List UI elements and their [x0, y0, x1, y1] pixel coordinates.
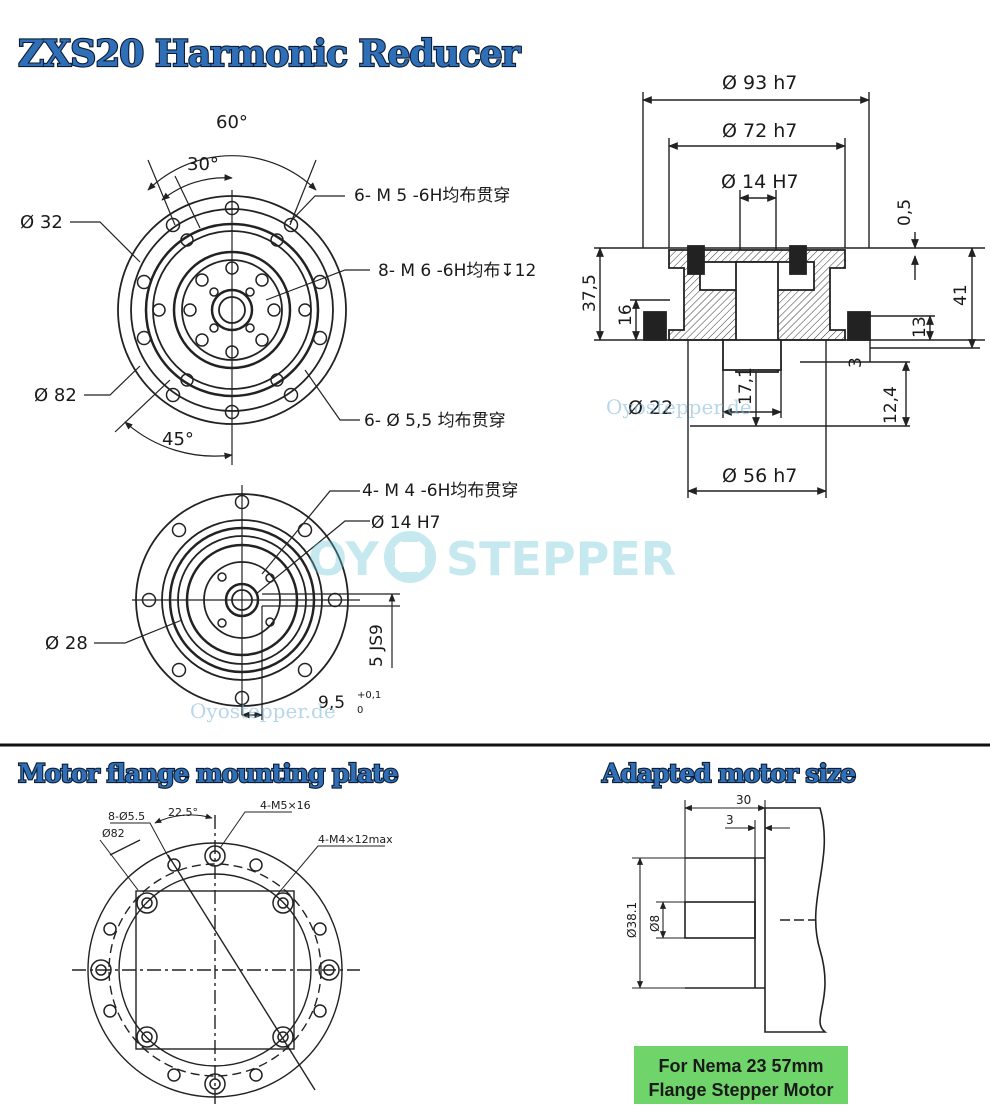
section-h41: 41: [951, 284, 971, 306]
motor-badge-line2: Flange Stepper Motor: [648, 1080, 833, 1100]
watermarks: OY STEPPER Oyostepper.de Oyostepper.de: [190, 395, 752, 723]
front-angle-45: 45°: [162, 429, 194, 450]
flange-d82: Ø82: [102, 827, 125, 840]
flange-holes: [90, 845, 340, 1095]
flange-m4x12: 4-M4×12max: [318, 833, 393, 846]
flange-holes-8: 8-Ø5.5: [108, 810, 145, 823]
front-holes-m6: 8- M 6 -6H均布↧12: [378, 261, 536, 281]
section-d93: Ø 93 h7: [722, 72, 797, 94]
watermark-brand-left: OY: [308, 532, 379, 586]
flange-angle-225: 22.5°: [168, 806, 198, 819]
gear-icon: [384, 531, 436, 583]
motor-dim-30: 30: [736, 793, 751, 807]
rear-holes-m4: 4- M 4 -6H均布贯穿: [362, 481, 518, 501]
section-h375: 37,5: [580, 274, 600, 312]
rear-key-95: 9,5: [318, 693, 345, 713]
front-holes-m5: 6- M 5 -6H均布贯穿: [354, 186, 510, 206]
rear-view: 4- M 4 -6H均布贯穿 Ø 14 H7 Ø 28 5 JS9 9,5 +0…: [45, 481, 518, 720]
watermark-brand-right: STEPPER: [446, 532, 676, 586]
rear-tol-upper: +0,1: [357, 690, 381, 701]
flange-plate-view: 8-Ø5.5 22.5° 4-M5×16 Ø82 4-M4×12max: [72, 799, 393, 1105]
front-angle-30: 30°: [187, 154, 219, 175]
motor-dim-3: 3: [726, 813, 734, 827]
section-h124: 12,4: [881, 386, 901, 424]
section-h16: 16: [616, 304, 636, 326]
main-title: ZXS20 Harmonic Reducer: [18, 33, 522, 75]
front-holes-55: 6- Ø 5,5 均布贯穿: [364, 411, 506, 431]
front-diameter-82: Ø 82: [34, 385, 77, 406]
section-h171: 17,1: [736, 367, 756, 405]
flange-title: Motor flange mounting plate: [18, 759, 398, 788]
section-view: Ø 93 h7 Ø 72 h7 Ø 14 H7 Ø 22 Ø 56 h7 0,5…: [580, 72, 985, 498]
motor-size-view: 30 3 Ø38.1 Ø8 For Nema 23 57mm Flange St…: [625, 793, 848, 1104]
motor-badge-line1: For Nema 23 57mm: [658, 1056, 823, 1076]
section-d22: Ø 22: [628, 397, 673, 419]
watermark-site-top: Oyostepper.de: [606, 395, 752, 419]
rear-key-5: 5 JS9: [367, 624, 387, 667]
front-view: 60° 30° 45° Ø 32 Ø 82 6- M 5 -6H均布贯穿 8- …: [20, 112, 536, 465]
section-d14: Ø 14 H7: [721, 171, 799, 193]
section-d56: Ø 56 h7: [722, 465, 797, 487]
front-diameter-32: Ø 32: [20, 212, 63, 233]
section-h05: 0,5: [895, 199, 915, 226]
section-h13: 13: [910, 316, 930, 338]
motor-d8: Ø8: [648, 915, 662, 932]
section-body: [643, 245, 871, 373]
rear-d14: Ø 14 H7: [371, 513, 440, 533]
section-h3: 3: [846, 357, 866, 368]
flange-m5x16: 4-M5×16: [260, 799, 311, 812]
rear-d28: Ø 28: [45, 633, 88, 654]
watermark-site-bottom: Oyostepper.de: [190, 699, 336, 723]
rear-tol-lower: 0: [357, 705, 363, 716]
front-angle-60: 60°: [216, 112, 248, 133]
section-d72: Ø 72 h7: [722, 120, 797, 142]
motor-badge: [634, 1046, 848, 1104]
motor-d381: Ø38.1: [625, 902, 639, 938]
motor-title: Adapted motor size: [601, 759, 855, 788]
